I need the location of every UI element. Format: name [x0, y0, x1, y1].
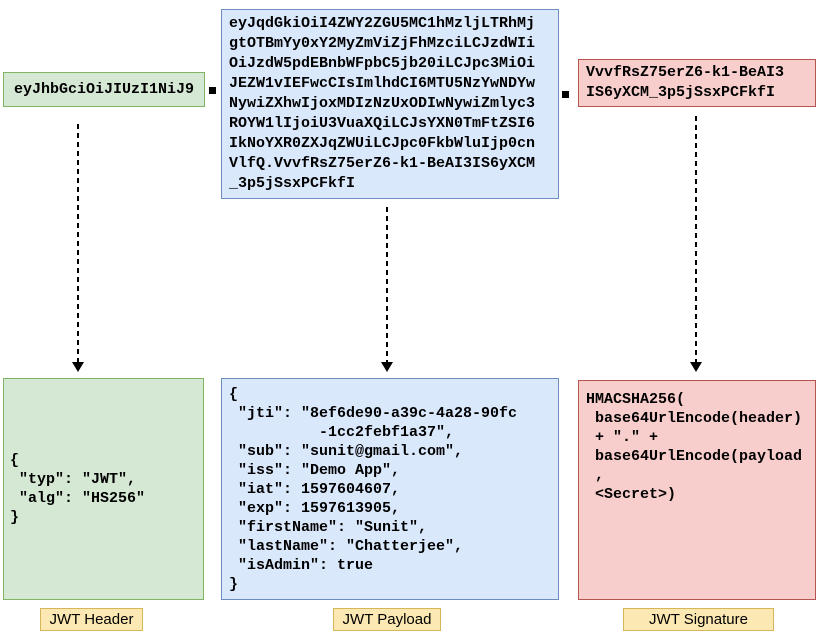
- encoded-header-text: eyJhbGciOiJIUzI1NiJ9: [13, 80, 195, 98]
- token-dot-separator-icon: [562, 91, 569, 98]
- label-jwt-header: JWT Header: [40, 608, 143, 631]
- decoded-header-json: { "typ": "JWT", "alg": "HS256" }: [10, 452, 146, 526]
- dashed-line: [385, 207, 388, 362]
- encoded-payload-text: eyJqdGkiOiI4ZWY2ZGU5MC1hMzljLTRhMj gtOTB…: [229, 15, 536, 192]
- arrowhead-down-icon: [689, 362, 702, 372]
- decoded-signature-box: HMACSHA256( base64UrlEncode(header) + ".…: [578, 380, 816, 600]
- decoded-payload-box: { "jti": "8ef6de90-a39c-4a28-90fc -1cc2f…: [221, 378, 559, 600]
- encoded-payload-box: eyJqdGkiOiI4ZWY2ZGU5MC1hMzljLTRhMj gtOTB…: [221, 9, 559, 199]
- signature-formula-text: HMACSHA256( base64UrlEncode(header) + ".…: [586, 391, 803, 503]
- label-jwt-header-text: JWT Header: [49, 611, 134, 628]
- decode-arrow-header: [71, 124, 84, 372]
- arrowhead-down-icon: [380, 362, 393, 372]
- decode-arrow-payload: [380, 207, 393, 372]
- label-jwt-payload: JWT Payload: [333, 608, 441, 631]
- label-jwt-signature: JWT Signature: [623, 608, 774, 631]
- encoded-header-box: eyJhbGciOiJIUzI1NiJ9: [3, 72, 205, 107]
- encoded-signature-box: VvvfRsZ75erZ6-k1-BeAI3 IS6yXCM_3p5jSsxPC…: [578, 59, 816, 107]
- label-jwt-payload-text: JWT Payload: [342, 611, 432, 628]
- decoded-payload-json: { "jti": "8ef6de90-a39c-4a28-90fc -1cc2f…: [229, 386, 518, 593]
- encoded-signature-text: VvvfRsZ75erZ6-k1-BeAI3 IS6yXCM_3p5jSsxPC…: [586, 64, 785, 101]
- decoded-header-box: { "typ": "JWT", "alg": "HS256" }: [3, 378, 204, 600]
- token-dot-separator-icon: [209, 87, 216, 94]
- arrowhead-down-icon: [71, 362, 84, 372]
- dashed-line: [694, 116, 697, 362]
- label-jwt-signature-text: JWT Signature: [649, 611, 748, 628]
- decode-arrow-signature: [689, 116, 702, 372]
- dashed-line: [76, 124, 79, 362]
